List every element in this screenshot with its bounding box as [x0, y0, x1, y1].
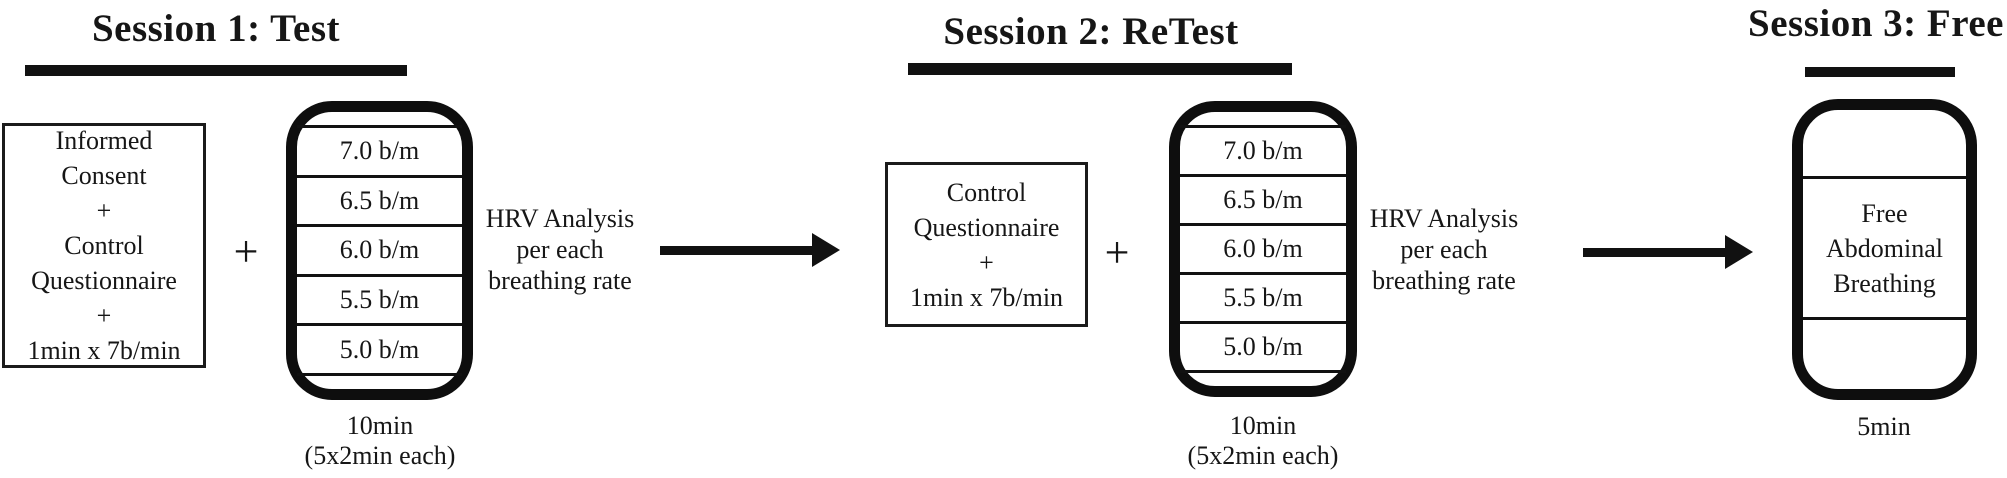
session-3-free-breathing-box: Free Abdominal Breathing: [1792, 99, 1977, 400]
breathing-rate-cell: 5.0 b/m: [1180, 321, 1346, 373]
stack-cap: [1803, 110, 1966, 176]
breathing-rate-cell: 6.5 b/m: [1180, 174, 1346, 223]
duration-line: 10min: [346, 411, 414, 440]
hrv-line: per each: [516, 235, 604, 264]
arrow-shaft: [660, 245, 812, 255]
session-1-breathing-stack: 7.0 b/m 6.5 b/m 6.0 b/m 5.5 b/m 5.0 b/m: [286, 101, 473, 400]
arrow-head: [1725, 235, 1753, 269]
hrv-line: HRV Analysis: [485, 204, 635, 233]
arrow-session1-to-session2: [660, 233, 840, 267]
session-1-title: Session 1: Test: [91, 7, 341, 50]
session-1-underline: [25, 65, 407, 76]
duration-line: (5x2min each): [304, 441, 456, 470]
breathing-rate-cell: 6.0 b/m: [1180, 223, 1346, 272]
session-2-title: Session 2: ReTest: [943, 10, 1239, 53]
plus-sign: +: [233, 227, 259, 276]
hrv-line: breathing rate: [1372, 266, 1516, 295]
duration-line: 5min: [1857, 412, 1911, 441]
session-1-duration-label: 10min (5x2min each): [270, 411, 490, 471]
prep-line: Consent: [61, 161, 147, 190]
arrow-shaft: [1583, 247, 1725, 257]
free-breathing-cell: Free Abdominal Breathing: [1803, 176, 1966, 320]
prep-line: Informed: [55, 126, 153, 155]
hrv-line: per each: [1400, 235, 1488, 264]
hrv-line: breathing rate: [488, 266, 632, 295]
stack-cap: [297, 376, 462, 389]
session-2-underline: [908, 63, 1292, 75]
session-1-hrv-note: HRV Analysis per each breathing rate: [470, 203, 650, 296]
duration-line: (5x2min each): [1187, 441, 1339, 470]
session-3-duration-label: 5min: [1774, 412, 1994, 442]
free-line: Abdominal: [1826, 233, 1943, 263]
breathing-rate-cell: 5.5 b/m: [1180, 272, 1346, 321]
free-line: Breathing: [1833, 268, 1936, 298]
prep-line: 1min x 7b/min: [27, 336, 181, 365]
session-2-breathing-stack: 7.0 b/m 6.5 b/m 6.0 b/m 5.5 b/m 5.0 b/m: [1169, 101, 1357, 397]
breathing-rate-cell: 6.5 b/m: [297, 174, 462, 225]
breathing-rate-cell: 5.5 b/m: [297, 273, 462, 324]
session-3-underline: [1805, 67, 1955, 77]
prep-line: Control: [64, 231, 144, 260]
session-2-hrv-note: HRV Analysis per each breathing rate: [1354, 203, 1534, 296]
plus-line: +: [96, 301, 112, 330]
breathing-rate-cell: 5.0 b/m: [297, 323, 462, 376]
breathing-rate-cell: 7.0 b/m: [297, 125, 462, 175]
breathing-rate-cell: 7.0 b/m: [1180, 125, 1346, 174]
stack-cap: [1803, 320, 1966, 389]
prep-line: 1min x 7b/min: [909, 282, 1064, 312]
prep-line: Questionnaire: [31, 266, 177, 295]
session-2-duration-label: 10min (5x2min each): [1153, 411, 1373, 471]
prep-line: Control: [946, 177, 1027, 207]
free-line: Free: [1861, 198, 1908, 228]
arrow-head: [812, 233, 840, 267]
breathing-rate-cell: 6.0 b/m: [297, 224, 462, 274]
hrv-line: HRV Analysis: [1369, 204, 1519, 233]
plus-line: +: [979, 247, 994, 277]
session-1-prep-box: Informed Consent + Control Questionnaire…: [2, 123, 206, 368]
arrow-session2-to-session3: [1583, 235, 1753, 269]
session-2-prep-box: Control Questionnaire + 1min x 7b/min: [885, 162, 1088, 327]
session-3-title: Session 3: Free: [1748, 2, 2004, 45]
stack-cap: [1180, 112, 1346, 125]
duration-line: 10min: [1229, 411, 1297, 440]
plus-sign: +: [1104, 228, 1130, 277]
plus-line: +: [96, 196, 112, 225]
stack-cap: [1180, 373, 1346, 386]
stack-cap: [297, 112, 462, 125]
prep-line: Questionnaire: [913, 212, 1060, 242]
